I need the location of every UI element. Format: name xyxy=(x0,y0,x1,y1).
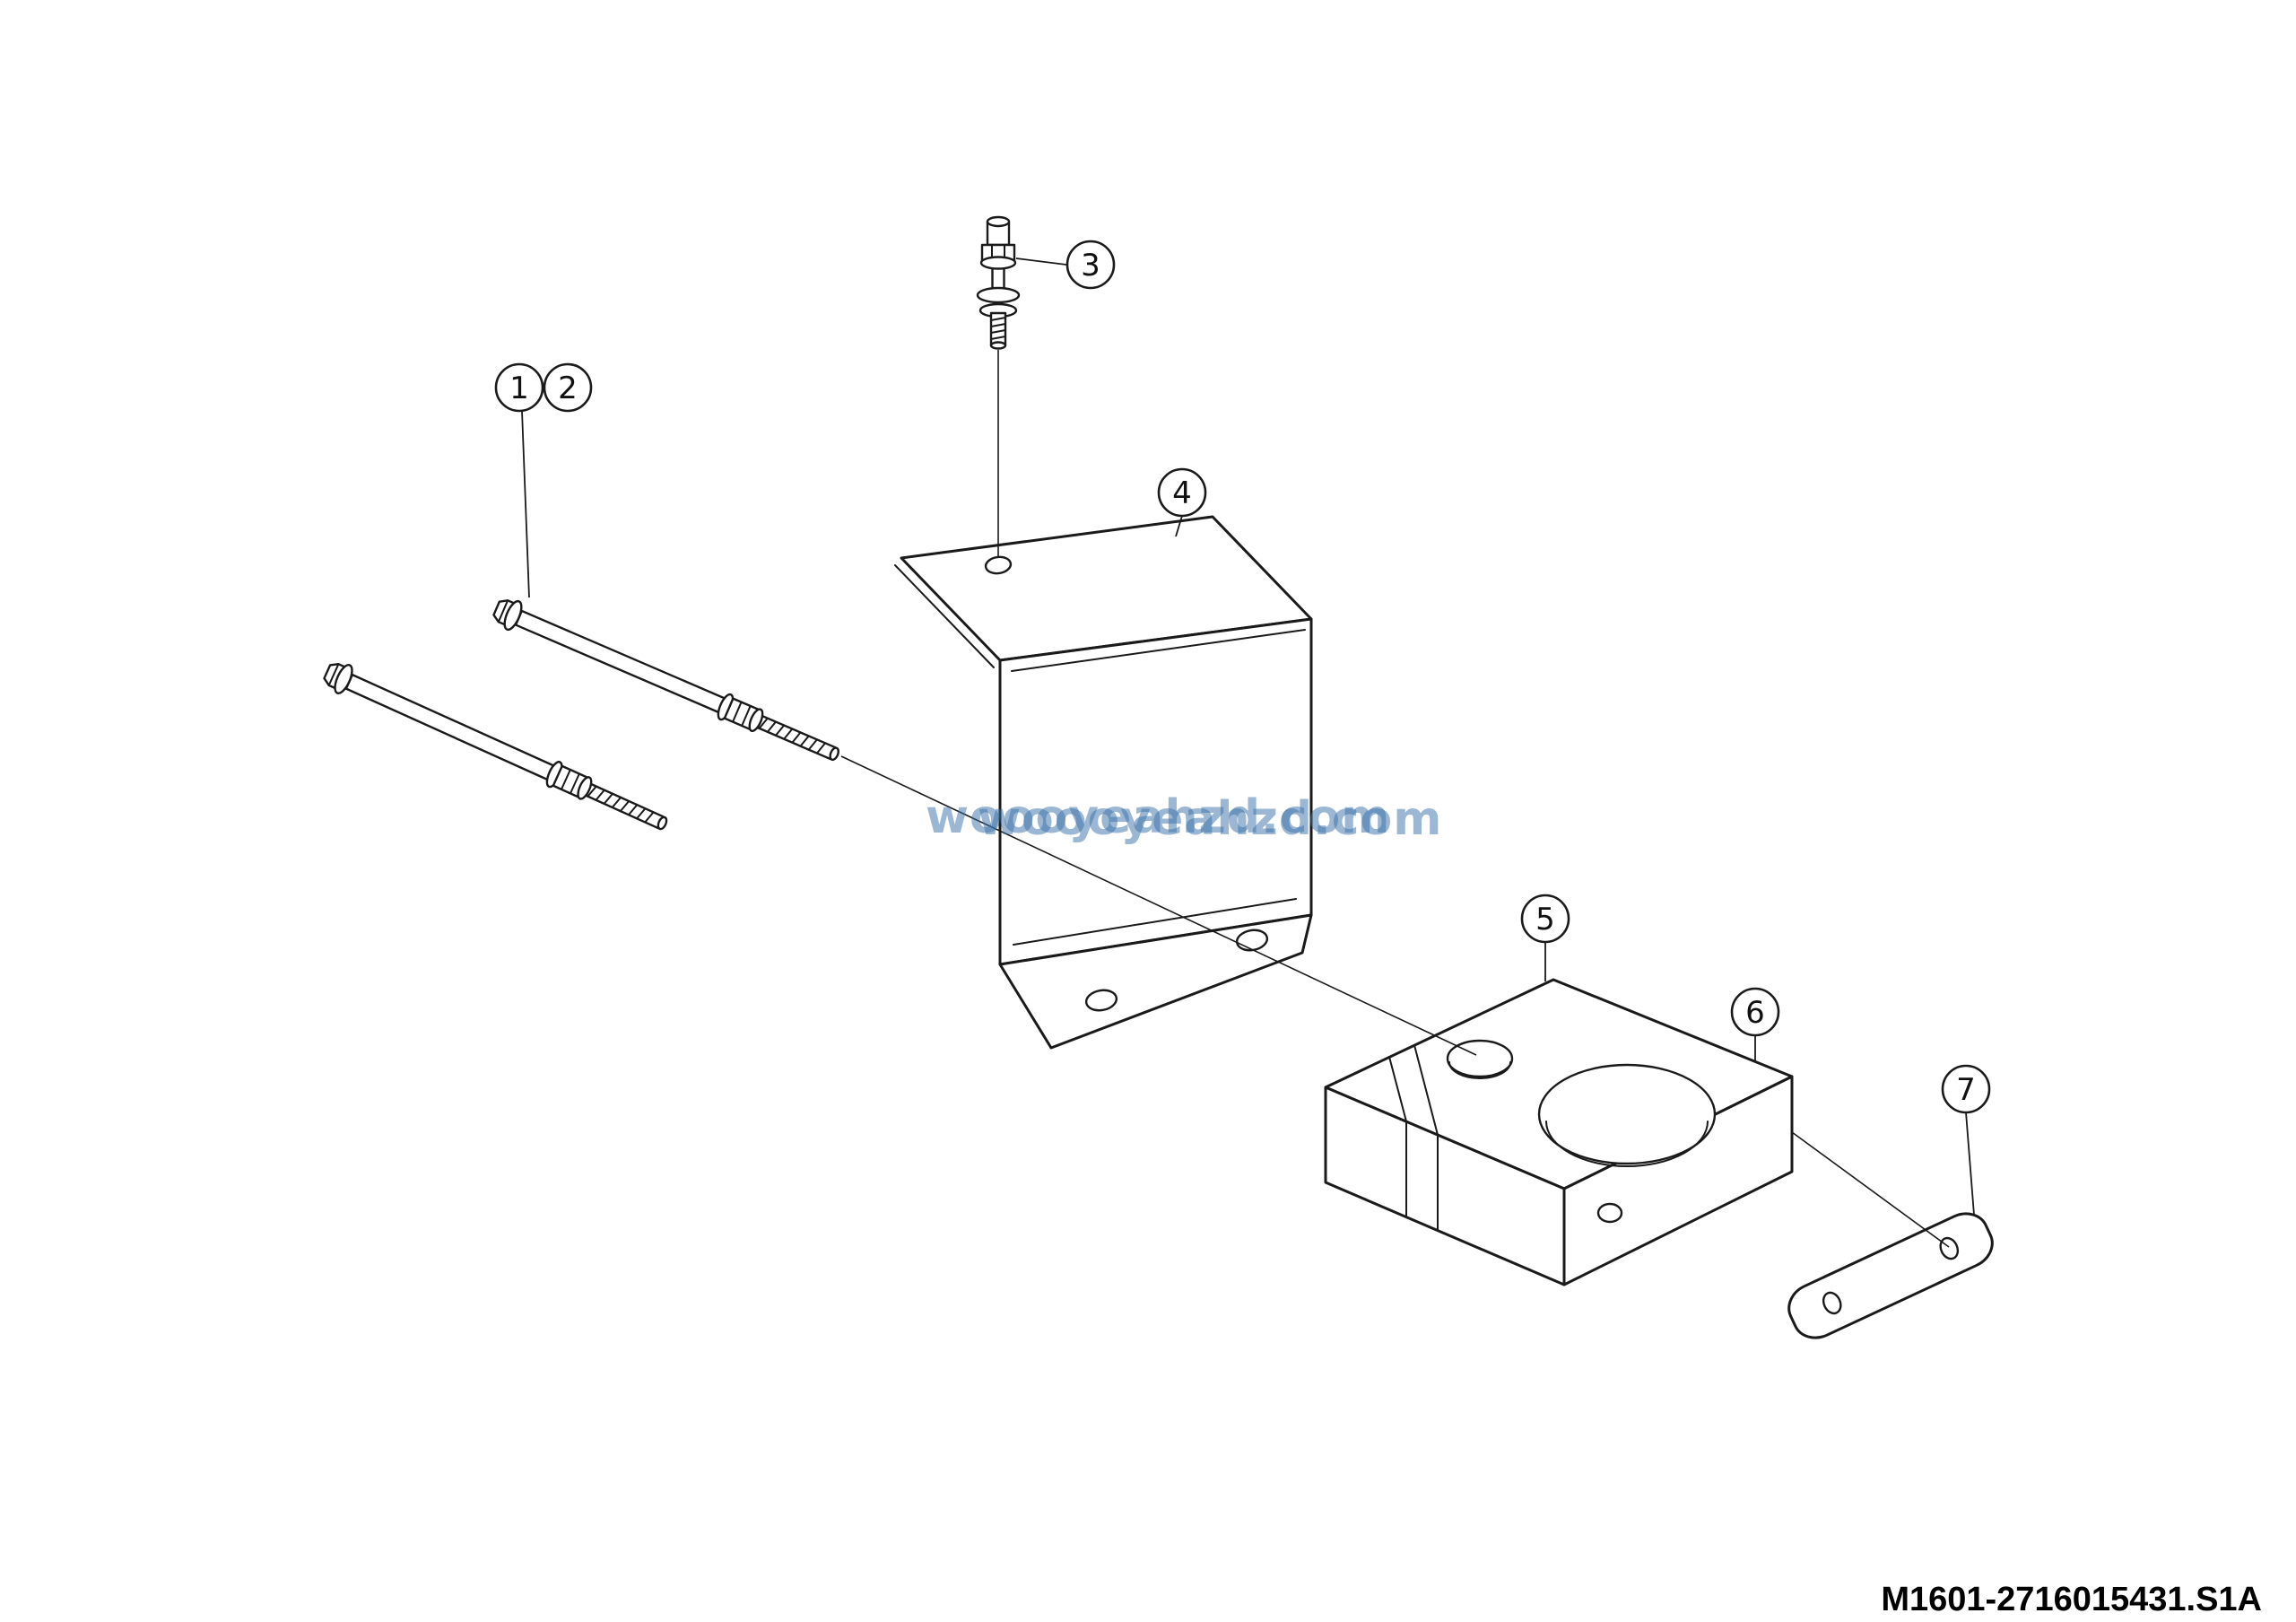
bolt-part-1 xyxy=(489,593,845,771)
block-small-hole-depth xyxy=(1448,1061,1511,1079)
assembly-axis-lines xyxy=(840,350,1950,1248)
callout-4: 4 xyxy=(1157,467,1207,518)
bracket-lower-flange xyxy=(998,913,1313,1050)
callout-5-circle xyxy=(1520,894,1570,944)
bracket-top-hole xyxy=(984,555,1013,575)
stud-washer-1 xyxy=(976,286,1021,304)
callout-4-circle xyxy=(1157,467,1207,518)
callout-6-circle xyxy=(1730,987,1780,1037)
bolt-part-2 xyxy=(319,657,674,840)
callout-7: 7 xyxy=(1941,1064,1991,1114)
callout-1-circle xyxy=(494,362,544,413)
block-right-face xyxy=(1562,1075,1794,1286)
plate-hole-left xyxy=(1822,1291,1842,1315)
block-front-hole xyxy=(1596,1202,1623,1224)
callout-7-label: 7 xyxy=(1956,1072,1976,1108)
watermark-text-copy-2: woooyeahzd.com xyxy=(978,792,1442,846)
stud-bottom-tip xyxy=(989,341,1007,350)
bracket-bend-line-top xyxy=(1011,629,1306,672)
leader-line-7 xyxy=(1965,1112,1975,1216)
callouts: 1 2 3 4 5 6 7 xyxy=(494,240,1991,1114)
callout-5-label: 5 xyxy=(1535,902,1555,937)
clamp-block-parts-5-6 xyxy=(1324,978,1794,1286)
callout-6: 6 xyxy=(1730,987,1780,1037)
bracket-lower-hole-left xyxy=(1084,989,1118,1012)
leader-line-3 xyxy=(1015,257,1067,266)
callout-1-label: 1 xyxy=(509,371,529,406)
bracket-bend-line-bottom xyxy=(1013,898,1297,946)
bracket-part-4 xyxy=(894,515,1313,1050)
callout-3-circle xyxy=(1065,240,1116,290)
stud-thread-line xyxy=(990,323,1006,327)
stud-thread-line xyxy=(990,317,1006,321)
leader-line-4 xyxy=(1175,515,1183,537)
callout-7-circle xyxy=(1941,1064,1991,1114)
callout-6-label: 6 xyxy=(1745,995,1765,1031)
stud-part-3 xyxy=(976,215,1021,350)
plate-body xyxy=(1787,1212,1994,1339)
callout-2-circle xyxy=(543,362,593,413)
callout-5: 5 xyxy=(1520,894,1570,944)
watermark-text-copy-1: woooyeahzd.com xyxy=(926,790,1390,844)
drawing-number: M1601-2716015431.S1A xyxy=(1881,1581,2262,1618)
callout-3-label: 3 xyxy=(1081,248,1100,283)
block-bore-depth xyxy=(1545,1121,1709,1167)
callout-1: 1 xyxy=(494,362,544,413)
callout-2-label: 2 xyxy=(558,371,578,406)
callout-4-label: 4 xyxy=(1172,475,1192,511)
leader-lines xyxy=(521,257,1975,1216)
clamp-split-line-top-1 xyxy=(1388,1056,1407,1122)
stud-nut-flange xyxy=(979,256,1017,270)
callout-3: 3 xyxy=(1065,240,1116,290)
bracket-thickness-edge xyxy=(894,564,995,668)
clamp-split-line-top-2 xyxy=(1413,1044,1439,1136)
stud-thread-line xyxy=(990,329,1006,334)
stud-thread-line xyxy=(990,336,1006,340)
callout-2: 2 xyxy=(543,362,593,413)
leader-line-1 xyxy=(521,410,530,598)
bolt-axis-line xyxy=(840,755,1477,1056)
stud-top-cap xyxy=(986,215,1011,228)
watermark: woooyeahzd.com woooyeahzd.com xyxy=(926,790,1442,846)
block-bore xyxy=(1537,1063,1717,1165)
block-to-plate-axis-line xyxy=(1791,1131,1950,1248)
plate-part-7 xyxy=(1787,1212,1994,1339)
